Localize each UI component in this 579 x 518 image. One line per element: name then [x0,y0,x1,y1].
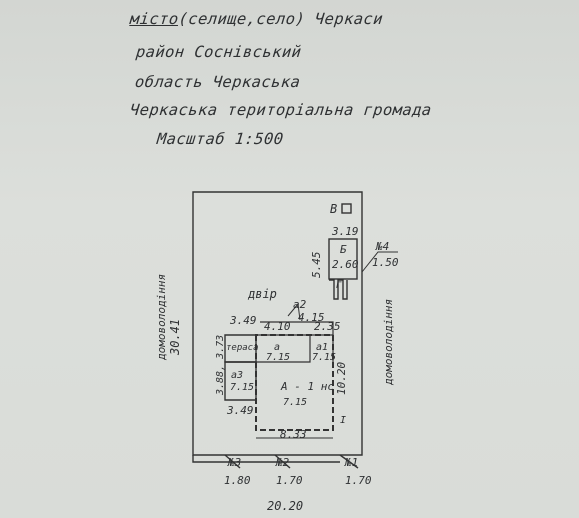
left-dims: 3.88, 3.73 [215,335,226,396]
fence-1-length: 1.70 [345,474,372,487]
annex-a-height: 7.15 [266,352,290,363]
annex-a3-height: 7.15 [230,382,254,393]
bottom-total: 20.20 [267,499,303,513]
annex-a-outline [256,334,311,363]
fence-4-label: №4 [375,240,389,253]
fence-2-length: 1.70 [276,474,303,487]
annex-a2-height: 4.15 [298,311,325,324]
shed-label: Б [340,243,347,256]
annex-a1-height: 7.15 [312,352,336,363]
top-mid-dim: 4.10 [264,320,291,333]
toilet-v-outline [341,203,352,214]
annex-a2-label: а2 [293,298,307,311]
fence-3-leader [224,454,241,469]
annex-a2-outline [260,321,334,335]
left-neighbor-label: домоволодіння [155,274,168,361]
fence-1-label: №1 [344,456,358,469]
annex-a-label: а [274,342,280,353]
fence-2-label: №2 [275,456,290,469]
house-label: А - 1 нс [280,380,334,393]
annex-a3-outline [224,361,257,401]
fence-3-length: 1.80 [224,474,251,487]
terrace-label: тераса [226,343,259,353]
annex-a3-label: а3 [231,370,243,381]
shed-height-dim: 5.45 [310,252,323,279]
house-width: 8.33 [280,428,307,441]
fence-4-length: 1.50 [372,256,399,269]
top-right-dim: 2.35 [314,320,341,333]
fence-3-label: №3 [227,456,241,469]
left-total-label: 30.41 [168,319,182,356]
yard-label: двір [247,287,277,301]
right-neighbor-label: домоволодіння [382,299,395,386]
house-mark-i: I [340,415,346,426]
lot-boundary [192,191,363,456]
fence-4-leader [361,251,398,273]
shed-g-outline [329,279,348,300]
annex-a2-arrow [287,302,301,321]
annex-a1-label: а1 [316,342,328,353]
toilet-label: В [330,202,337,216]
bottom-left-dim: 3.49 [226,404,254,417]
fence-1-leader [339,454,359,469]
shed-b-outline [328,238,358,280]
shed-width-dim: 2.60 [332,258,359,271]
fence-2-leader [274,454,291,469]
house-depth: 10.20 [335,362,348,395]
house-height: 7.15 [283,397,307,408]
shed-sub-label: Г [336,281,342,291]
front-fence-line [192,455,340,463]
shed-top-dim: 3.19 [331,225,359,238]
top-left-dim: 3.49 [229,314,257,327]
